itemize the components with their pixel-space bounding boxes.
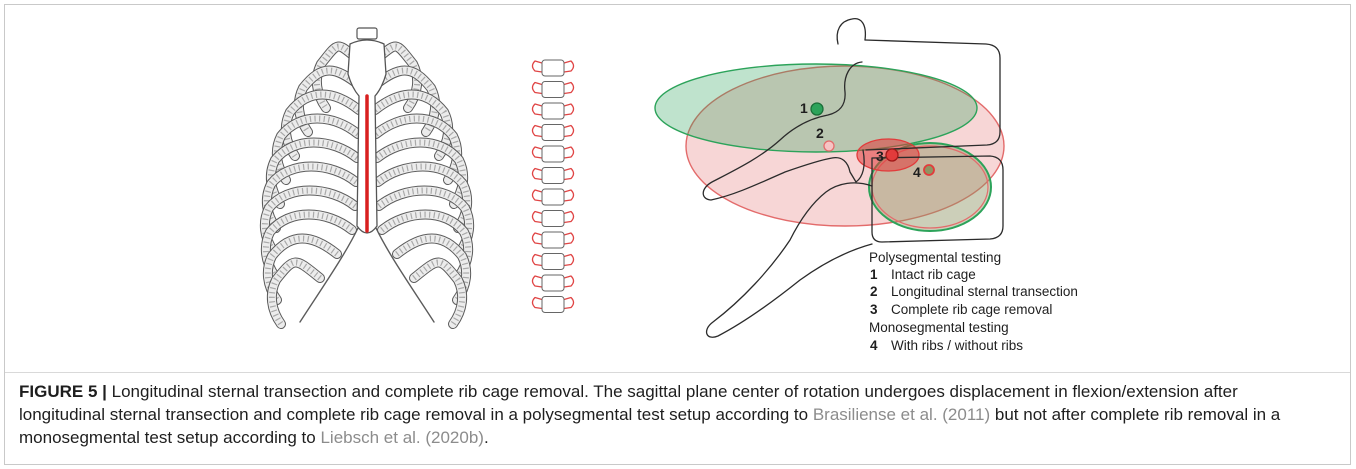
- vertebral-body: [542, 168, 564, 184]
- first-thoracic-vertebra: [357, 28, 377, 39]
- legend-number: 3: [870, 302, 878, 317]
- thoracic-vertebra-9: [533, 232, 574, 248]
- legend-title-polysegmental: Polysegmental testing: [869, 250, 1001, 265]
- thoracic-spine-illustration: [533, 60, 574, 313]
- cor-marker-2-label: 2: [816, 125, 824, 141]
- thoracic-vertebra-7: [533, 189, 574, 205]
- vertebral-body: [542, 254, 564, 270]
- vertebral-body: [542, 275, 564, 291]
- thoracic-vertebra-2: [533, 82, 574, 98]
- costal-facet-right: [564, 212, 574, 223]
- thoracic-vertebra-3: [533, 103, 574, 119]
- costal-facet-right: [564, 104, 574, 115]
- costal-facet-right: [564, 190, 574, 201]
- legend-number: 2: [870, 284, 878, 299]
- thoracic-vertebra-4: [533, 125, 574, 141]
- costal-facet-right: [564, 276, 574, 287]
- costal-facet-right: [564, 255, 574, 266]
- caption-line-3: monosegmental test setup according to Li…: [19, 426, 1280, 449]
- lateral-segment-diagram: 1 2 3 4 Polysegmental testing 1 Intact r…: [655, 19, 1078, 353]
- thoracic-vertebra-8: [533, 211, 574, 227]
- vertebral-body: [542, 60, 564, 76]
- caption-text: .: [484, 428, 489, 447]
- costal-facet-right: [564, 83, 574, 94]
- figure-label: FIGURE 5 |: [19, 382, 107, 401]
- caption-text: monosegmental test setup according to: [19, 428, 316, 447]
- vertebral-body: [542, 82, 564, 98]
- caption-text: longitudinal sternal transection and com…: [19, 405, 808, 424]
- caption-text: but not after complete rib removal in a: [995, 405, 1280, 424]
- legend: Polysegmental testing 1 Intact rib cage …: [869, 250, 1078, 353]
- cor-marker-3-label: 3: [876, 148, 884, 164]
- legend-title-monosegmental: Monosegmental testing: [869, 320, 1009, 335]
- thoracic-vertebra-12: [533, 297, 574, 313]
- thoracic-vertebra-1: [533, 60, 574, 76]
- costal-facet-left: [533, 255, 543, 266]
- costal-facet-right: [564, 233, 574, 244]
- costal-facet-left: [533, 190, 543, 201]
- costal-facet-left: [533, 212, 543, 223]
- cor-marker-4-label: 4: [913, 164, 921, 180]
- vertebral-body: [542, 189, 564, 205]
- figure-caption: FIGURE 5 | Longitudinal sternal transect…: [19, 380, 1280, 449]
- vertebral-body: [542, 146, 564, 162]
- rib-cage-illustration: [265, 28, 469, 324]
- legend-label: With ribs / without ribs: [891, 338, 1023, 353]
- thoracic-vertebra-6: [533, 168, 574, 184]
- citation-link-liebsch[interactable]: Liebsch et al. (2020b): [320, 428, 484, 447]
- rib-left-10: [272, 263, 320, 325]
- thoracic-vertebra-11: [533, 275, 574, 291]
- caption-divider: [5, 372, 1350, 373]
- citation-link-brasiliense[interactable]: Brasiliense et al. (2011): [813, 405, 990, 424]
- legend-label: Complete rib cage removal: [891, 302, 1052, 317]
- costal-facet-right: [564, 298, 574, 309]
- costal-facet-right: [564, 61, 574, 72]
- vertebral-body: [542, 125, 564, 141]
- cor-marker-4: [924, 165, 934, 175]
- caption-line-2: longitudinal sternal transection and com…: [19, 403, 1280, 426]
- costal-facet-left: [533, 233, 543, 244]
- costal-facet-right: [564, 147, 574, 158]
- caption-text: Longitudinal sternal transection and com…: [112, 382, 1238, 401]
- thoracic-vertebra-10: [533, 254, 574, 270]
- upper-vertebra-superior-process: [837, 19, 865, 44]
- figure-5-illustration: 1 2 3 4 Polysegmental testing 1 Intact r…: [0, 0, 1356, 372]
- cor-marker-1: [811, 103, 823, 115]
- vertebral-body: [542, 103, 564, 119]
- rib-right-10: [414, 263, 462, 325]
- costal-facet-left: [533, 276, 543, 287]
- costal-facet-left: [533, 298, 543, 309]
- thoracic-vertebra-5: [533, 146, 574, 162]
- costal-facet-left: [533, 104, 543, 115]
- caption-line-1: FIGURE 5 | Longitudinal sternal transect…: [19, 380, 1280, 403]
- costal-facet-left: [533, 126, 543, 137]
- legend-number: 1: [870, 267, 878, 282]
- vertebral-body: [542, 211, 564, 227]
- legend-label: Intact rib cage: [891, 267, 976, 282]
- cor-marker-2: [824, 141, 834, 151]
- cor-marker-3: [886, 149, 898, 161]
- vertebral-body: [542, 297, 564, 313]
- legend-number: 4: [870, 338, 878, 353]
- costal-facet-left: [533, 83, 543, 94]
- cor-marker-1-label: 1: [800, 100, 808, 116]
- costal-facet-right: [564, 126, 574, 137]
- legend-label: Longitudinal sternal transection: [891, 284, 1078, 299]
- costal-facet-left: [533, 147, 543, 158]
- vertebral-body: [542, 232, 564, 248]
- costal-facet-right: [564, 169, 574, 180]
- costal-facet-left: [533, 169, 543, 180]
- costal-facet-left: [533, 61, 543, 72]
